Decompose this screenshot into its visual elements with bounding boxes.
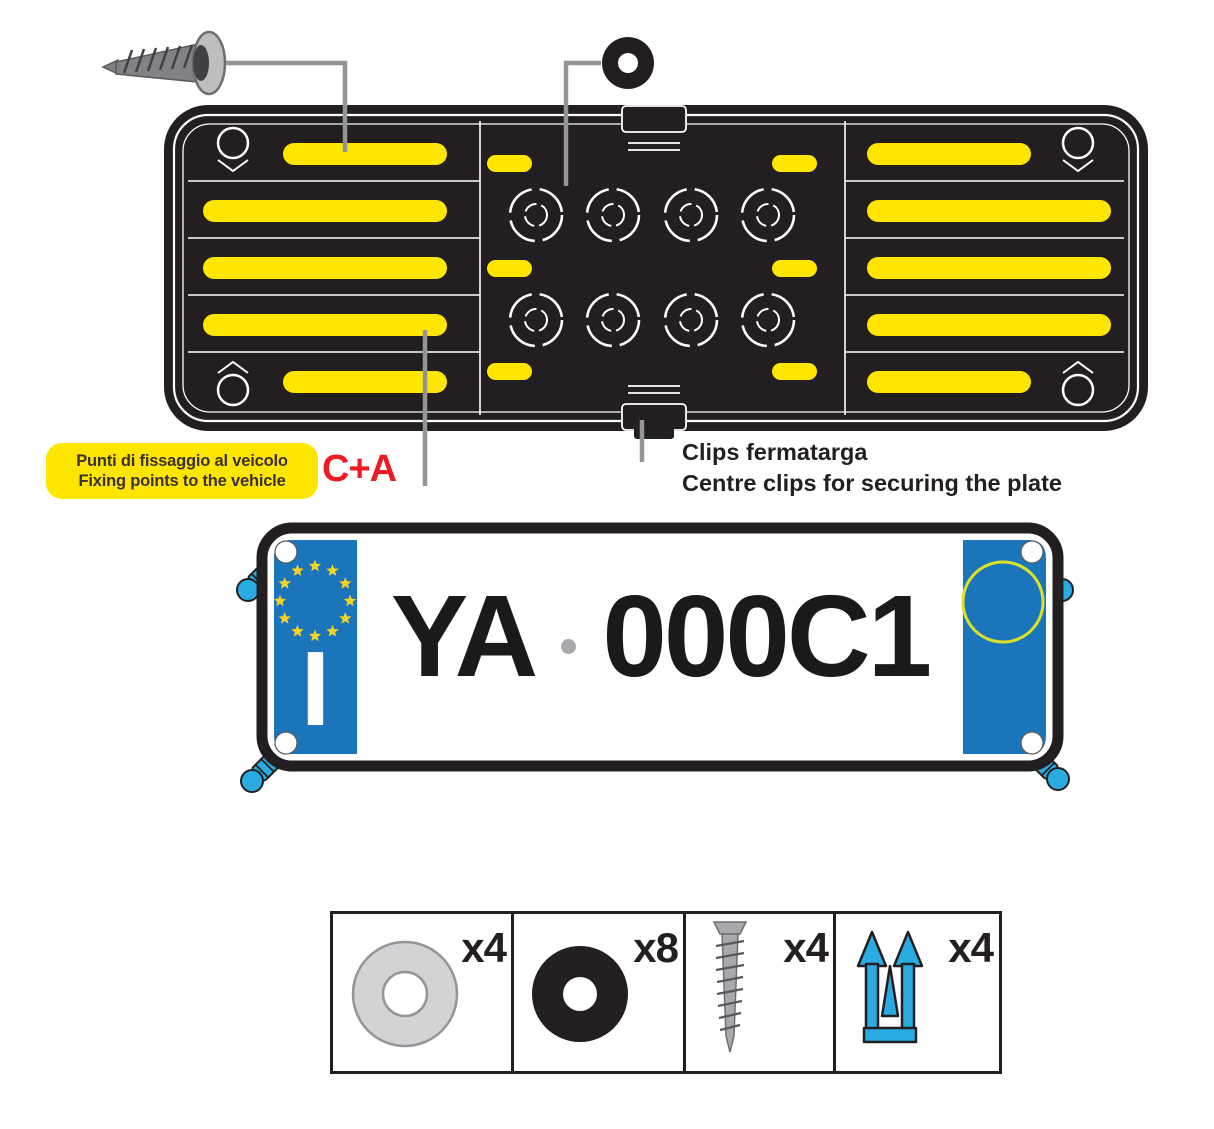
screw-illustration bbox=[101, 30, 227, 96]
fixing-points-line2: Fixing points to the vehicle bbox=[78, 472, 286, 490]
part-cell-washer: x4 bbox=[333, 914, 511, 1071]
slot-yellow bbox=[283, 371, 447, 393]
right-band bbox=[963, 540, 1046, 754]
plate-reg-right: 000C1 bbox=[602, 571, 932, 701]
centre-separators bbox=[479, 121, 846, 415]
eu-band bbox=[274, 540, 357, 754]
callout-line-grommet bbox=[563, 60, 601, 186]
part-cell-expansion-clip: x4 bbox=[833, 914, 998, 1071]
slot-yellow bbox=[283, 143, 447, 165]
clips-line2: Centre clips for securing the plate bbox=[682, 470, 1063, 497]
centre-slot-group bbox=[487, 155, 817, 380]
washer-icon bbox=[351, 940, 459, 1048]
screw-icon bbox=[712, 921, 748, 1053]
slot-yellow bbox=[867, 143, 1031, 165]
plate-country-letter: I bbox=[300, 630, 331, 748]
eu-stars-icon bbox=[273, 559, 357, 642]
slot-yellow bbox=[867, 200, 1111, 222]
right-rib-lines bbox=[845, 180, 1124, 353]
slot-yellow bbox=[203, 257, 447, 279]
parts-table: x4 x8 x4 bbox=[330, 911, 1002, 1074]
fixing-points-callout: Punti di fissaggio al veicolo Fixing poi… bbox=[46, 443, 318, 499]
clip-qty: x4 bbox=[948, 924, 994, 971]
corner-hole-group bbox=[216, 126, 1095, 407]
slot-yellow bbox=[867, 257, 1111, 279]
centre-tab-group bbox=[621, 105, 687, 439]
grommet-illustration bbox=[602, 37, 654, 89]
seal-ring-icon bbox=[961, 560, 1045, 644]
slot-yellow bbox=[203, 314, 447, 336]
fixing-code-label: C+A bbox=[322, 448, 397, 490]
washer-qty: x4 bbox=[461, 924, 507, 971]
corner-hole bbox=[216, 126, 250, 160]
slot-yellow bbox=[867, 371, 1031, 393]
left-slot-group bbox=[203, 143, 447, 393]
fixing-points-line1: Punti di fissaggio al veicolo bbox=[76, 451, 288, 470]
corner-hole bbox=[1061, 373, 1095, 407]
grommet-icon bbox=[532, 946, 628, 1042]
corner-hole bbox=[216, 373, 250, 407]
callout-lines bbox=[226, 60, 645, 486]
part-cell-screw: x4 bbox=[683, 914, 833, 1071]
clip-seat-group bbox=[508, 187, 796, 348]
corner-hole bbox=[1061, 126, 1095, 160]
clips-line1: Clips fermatarga bbox=[682, 439, 868, 465]
plate-mount-holes bbox=[274, 540, 1044, 755]
plate-registration: YA 000C1 bbox=[357, 550, 963, 722]
slot-yellow bbox=[203, 200, 447, 222]
right-slot-group bbox=[867, 143, 1111, 393]
plate-reg-left: YA bbox=[390, 571, 538, 701]
grommet-qty: x8 bbox=[633, 924, 679, 971]
plate-holder-frame bbox=[164, 105, 1148, 439]
callout-line-screw bbox=[226, 60, 348, 152]
screw-qty: x4 bbox=[783, 924, 829, 971]
license-plate bbox=[256, 522, 1064, 772]
clips-callout: Clips fermatarga Centre clips for securi… bbox=[682, 437, 1062, 499]
left-rib-lines bbox=[188, 180, 480, 353]
slot-yellow bbox=[867, 314, 1111, 336]
expansion-clip-icon bbox=[856, 930, 924, 1044]
plate-separator-dot bbox=[561, 638, 577, 654]
part-cell-grommet: x8 bbox=[511, 914, 683, 1071]
